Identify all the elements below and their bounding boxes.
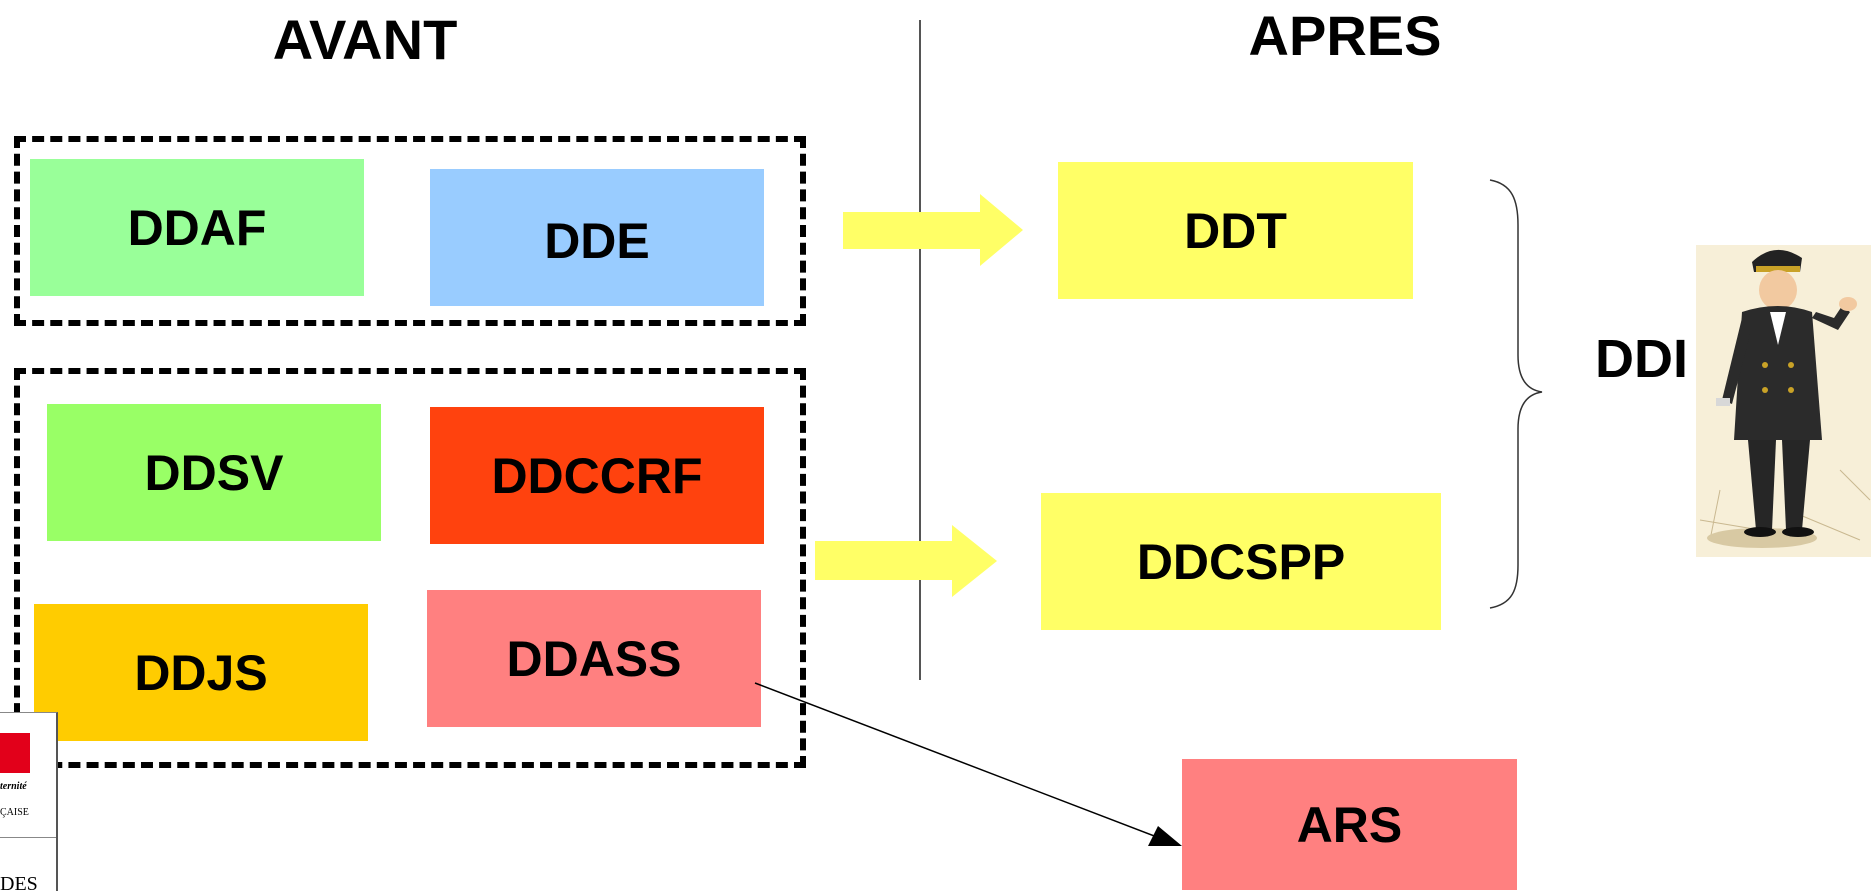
box-dde: DDE	[430, 169, 764, 306]
logo-text-1: ternité	[0, 781, 27, 792]
box-ddjs: DDJS	[34, 604, 368, 741]
box-ddccrf: DDCCRF	[430, 407, 764, 544]
captain-figure	[1696, 245, 1871, 557]
connector-ddass-ars	[754, 682, 1171, 843]
corner-logo: ternité ÇAISE DES	[0, 712, 58, 895]
box-ddcspp: DDCSPP	[1041, 493, 1441, 630]
heading-before: AVANT	[272, 8, 458, 71]
box-ddass: DDASS	[427, 590, 761, 727]
arrow-top	[843, 194, 1023, 266]
divider-line	[919, 20, 921, 680]
box-ars: ARS	[1182, 759, 1517, 890]
curly-brace	[1489, 179, 1543, 609]
arrow-bottom	[815, 525, 997, 597]
box-ddt: DDT	[1058, 162, 1413, 299]
group-frame-top	[14, 136, 806, 326]
connector-arrowhead	[1148, 826, 1182, 846]
marianne-emblem	[0, 733, 30, 773]
logo-text-3: DES	[0, 873, 38, 895]
box-ddaf: DDAF	[30, 159, 364, 296]
group-frame-bottom	[14, 368, 806, 768]
heading-after: APRES	[1248, 4, 1442, 67]
ddi-label: DDI	[1595, 329, 1688, 389]
box-ddsv: DDSV	[47, 404, 381, 541]
logo-text-2: ÇAISE	[0, 807, 29, 818]
